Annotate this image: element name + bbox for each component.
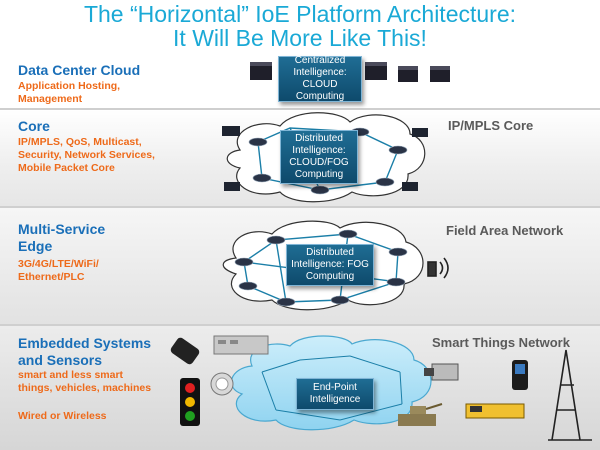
oil-rig-icon [548, 349, 592, 441]
edge-router-icons [234, 229, 408, 307]
layer-desc-multi-service-edge: 3G/4G/LTE/WiFi/ Ethernet/PLC [18, 258, 99, 284]
server-icon [365, 62, 387, 80]
box-end-point-intelligence: End-Point Intelligence [296, 378, 374, 410]
title-line-2: It Will Be More Like This! [173, 25, 427, 51]
layer-divider [0, 206, 600, 208]
box-text: End-Point Intelligence [309, 382, 361, 405]
layer-title-embedded-systems: Embedded Systems and Sensors [18, 335, 152, 368]
box-centralized-intelligence: Centralized Intelligence: CLOUD Computin… [278, 55, 362, 102]
smart-meter-icon [210, 372, 234, 396]
sensor-links [261, 355, 403, 421]
wireless-signal-icon [427, 257, 449, 279]
label-ip-mpls-core: IP/MPLS Core [448, 118, 534, 133]
layer-desc-wired-wireless: Wired or Wireless [18, 410, 107, 422]
server-icon [430, 66, 450, 82]
layer-title-multi-service-edge: Multi-Service Edge [18, 221, 106, 254]
desc-text: Application Hosting, Management [18, 80, 121, 105]
box-text: Distributed Intelligence: CLOUD/FOG Comp… [289, 133, 349, 180]
desc-text: 3G/4G/LTE/WiFi/ Ethernet/PLC [18, 258, 99, 283]
gateway-device-icon [213, 335, 269, 355]
layer-divider [0, 324, 600, 326]
mobile-device-icon [170, 337, 200, 365]
layer-title-data-center-cloud: Data Center Cloud [18, 62, 141, 78]
layer-desc-core: IP/MPLS, QoS, Multicast, Security, Netwo… [18, 136, 155, 175]
box-text: Distributed Intelligence: FOG Computing [291, 247, 369, 282]
box-fog-computing: Distributed Intelligence: FOG Computing [286, 244, 374, 286]
server-icon [398, 66, 418, 82]
layer-desc-embedded-systems: smart and less smart things, vehicles, m… [18, 369, 151, 395]
desc-text: IP/MPLS, QoS, Multicast, Security, Netwo… [18, 136, 155, 174]
traffic-light-icon [180, 378, 200, 426]
page-title: The “Horizontal” IoE Platform Architectu… [0, 2, 600, 50]
desc-text: smart and less smart things, vehicles, m… [18, 369, 152, 394]
box-cloud-fog-computing: Distributed Intelligence: CLOUD/FOG Comp… [280, 130, 358, 184]
label-field-area-network: Field Area Network [446, 223, 564, 238]
train-icon [465, 403, 525, 419]
core-routers [222, 126, 428, 191]
security-camera-icon [424, 363, 459, 381]
box-text: Centralized Intelligence: CLOUD Computin… [293, 55, 347, 102]
server-icon [250, 62, 272, 80]
tank-vehicle-icon [398, 403, 443, 426]
layer-desc-data-center-cloud: Application Hosting, Management [18, 80, 120, 106]
layer-divider [0, 108, 600, 110]
phone-icon [512, 360, 528, 390]
layer-title-core: Core [18, 118, 50, 134]
title-line-1: The “Horizontal” IoE Platform Architectu… [83, 1, 517, 27]
label-smart-things-network: Smart Things Network [432, 335, 570, 350]
